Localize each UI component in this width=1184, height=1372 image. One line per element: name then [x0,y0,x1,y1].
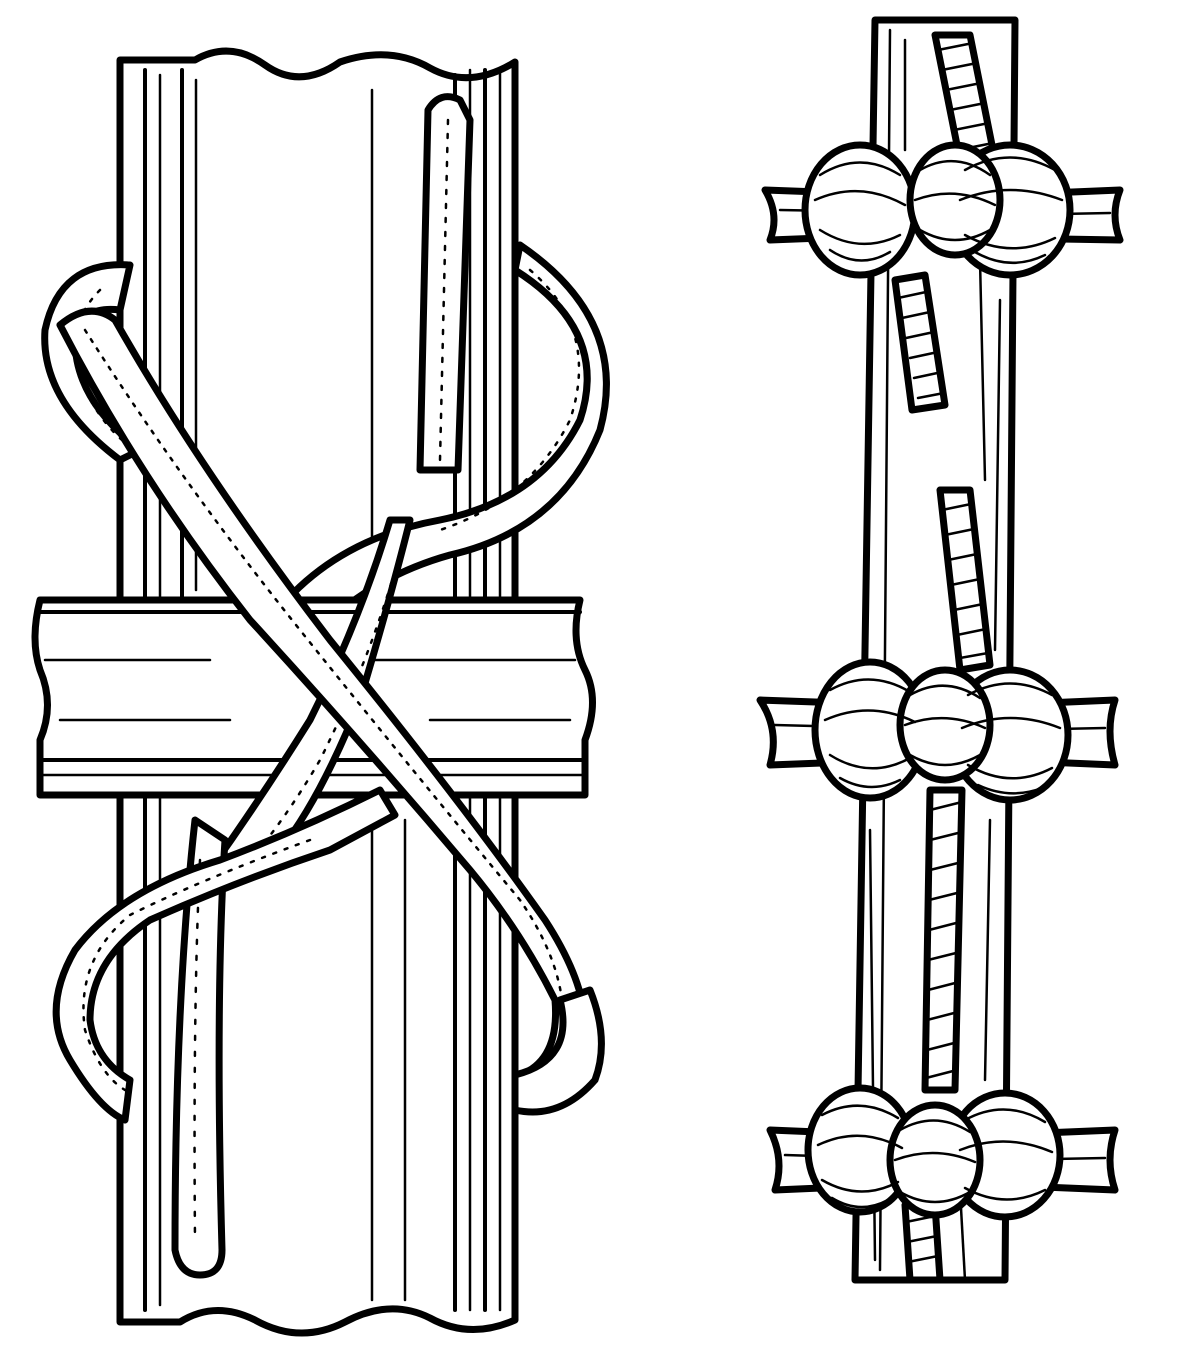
right-panel [760,20,1120,1280]
rope-coil-middle [815,662,1068,800]
left-panel [35,51,606,1333]
rope-tail-top [420,97,470,470]
rope-coil-bottom [808,1088,1060,1217]
rope-lower-right-loop [515,990,601,1112]
